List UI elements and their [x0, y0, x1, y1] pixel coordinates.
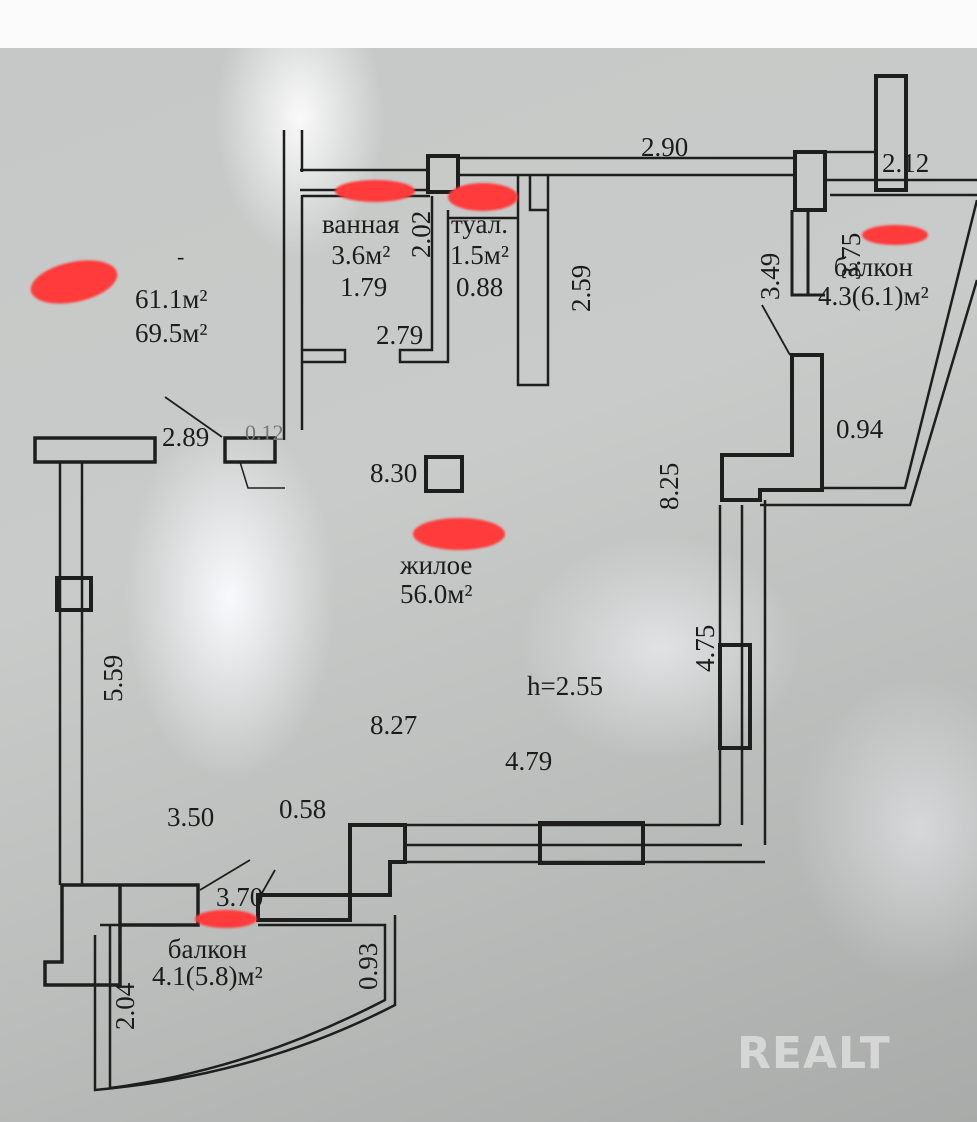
wall-corridor: [282, 130, 304, 440]
dimension-label: 2.12: [882, 148, 930, 178]
dimension-leader-balcony: [761, 304, 791, 356]
room-living-name: жилое: [400, 550, 473, 580]
dimension-label: 4.79: [505, 746, 553, 776]
wall-bottom-step: [256, 823, 407, 922]
column-far-right: [874, 74, 908, 192]
wall-top-right: [825, 150, 977, 182]
dimension-label: 4.75: [690, 624, 720, 672]
column-top-left: [426, 154, 460, 194]
wall-right-long: [718, 500, 767, 845]
column-top-right: [793, 150, 827, 212]
dimension-leader-total: [164, 396, 223, 438]
redaction-mark: [862, 225, 928, 245]
dimension-label: 3.70: [216, 882, 264, 912]
dimension-label: 0.93: [353, 942, 383, 990]
wall-right-step: [720, 353, 824, 502]
wall-left-long: [58, 462, 84, 885]
dimension-label: 2.04: [110, 982, 140, 1030]
dimension-label: 3.50: [167, 802, 215, 832]
dimension-label: 8.30: [370, 458, 418, 488]
room-toilet-area: 1.5м²: [450, 240, 509, 270]
door-swing-corridor: [239, 461, 285, 489]
dimension-label: 1.79: [340, 272, 388, 302]
room-bathroom-name: ванная: [322, 209, 400, 239]
wall-balcony-right-inner: [790, 210, 825, 297]
dimension-label: 8.25: [654, 462, 684, 510]
dimension-label: 8.27: [370, 710, 418, 740]
column-left: [55, 576, 93, 612]
realt-watermark-logo: REALT: [737, 1028, 891, 1079]
redaction-mark: [413, 518, 505, 550]
dimension-label: 3.49: [755, 252, 785, 300]
room-balcony-right: балкон 4.3(6.1)м²: [818, 254, 929, 310]
living-area-total: 61.1м²: [135, 284, 208, 314]
room-balcony-left: балкон 4.1(5.8)м²: [152, 936, 263, 990]
window-bottom: [538, 821, 645, 865]
room-balcony-left-area: 4.1(5.8)м²: [152, 961, 263, 991]
wall-bottom: [405, 823, 765, 864]
dimension-label: 5.59: [98, 654, 128, 702]
column-corridor: [223, 436, 277, 464]
dimension-label: 2.59: [566, 264, 596, 312]
dimension-label: 2.89: [162, 422, 210, 452]
dimension-label: 0.58: [279, 794, 327, 824]
dimension-label: 3.75: [836, 232, 866, 280]
dimension-label: 0.88: [456, 272, 504, 302]
room-toilet: туал. 1.5м²: [450, 211, 509, 269]
dimension-label: 2.79: [376, 320, 424, 350]
total-area: 69.5м²: [135, 318, 208, 348]
dimension-label: 2.90: [641, 132, 689, 162]
balcony-right-rail: [760, 193, 977, 507]
dimension-label: 0.12: [245, 420, 284, 445]
dimension-leader-350: [199, 859, 276, 901]
wall-toilet: [448, 175, 550, 387]
room-balcony-left-name: балкон: [167, 934, 247, 964]
room-living: жилое 56.0м²: [400, 552, 472, 608]
dimension-label: 0.94: [836, 414, 884, 444]
room-balcony-right-area: 4.3(6.1)м²: [818, 281, 929, 311]
redaction-mark: [448, 183, 518, 211]
room-balcony-right-name: балкон: [833, 252, 913, 282]
room-bathroom-area: 3.6м²: [331, 240, 391, 270]
redaction-mark: [335, 180, 415, 202]
ceiling-height: h=2.55: [527, 671, 603, 701]
redaction-mark: [195, 910, 257, 928]
room-toilet-name: туал.: [450, 209, 508, 239]
dimension-label: 2.02: [406, 210, 436, 258]
balcony-left-rail: [93, 915, 397, 1092]
summary-dash: -: [177, 244, 185, 269]
wall-left-stub: [33, 436, 157, 464]
room-living-area: 56.0м²: [400, 579, 473, 609]
column-center: [424, 455, 464, 493]
room-bathroom: ванная 3.6м²: [322, 211, 400, 269]
window-right: [718, 643, 752, 750]
floor-plan-photo: - 61.1м² 69.5м² ванная 3.6м² туал. 1.5м²…: [0, 48, 977, 1122]
